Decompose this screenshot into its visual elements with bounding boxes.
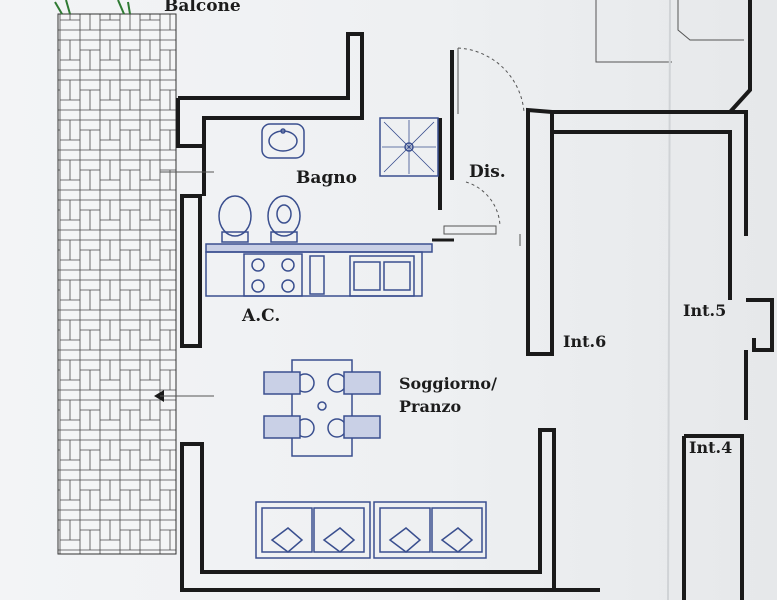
room-label-dis: Dis. [469,162,506,182]
room-label-balcone: Balcone [164,0,241,16]
balcony-tiles [54,0,177,555]
door-swings [443,47,525,246]
room-label-soggiorno-line1: Soggiorno/ [399,374,497,393]
kitchen-counter [205,238,454,297]
room-label-ac: A.C. [242,306,281,326]
unit-label-int5: Int.5 [683,301,727,320]
room-label-soggiorno-line2: Pranzo [399,397,462,416]
room-label-soggiorno: Soggiorno/ Pranzo [399,372,497,418]
unit-label-int6: Int.6 [563,332,607,351]
unit-label-int4: Int.4 [689,438,733,457]
room-label-bagno: Bagno [296,168,357,188]
window-arrow-icon [154,390,164,402]
walls [176,0,774,600]
bathroom-fixtures [218,117,439,243]
sofas [255,501,487,559]
dining-table [263,359,381,457]
